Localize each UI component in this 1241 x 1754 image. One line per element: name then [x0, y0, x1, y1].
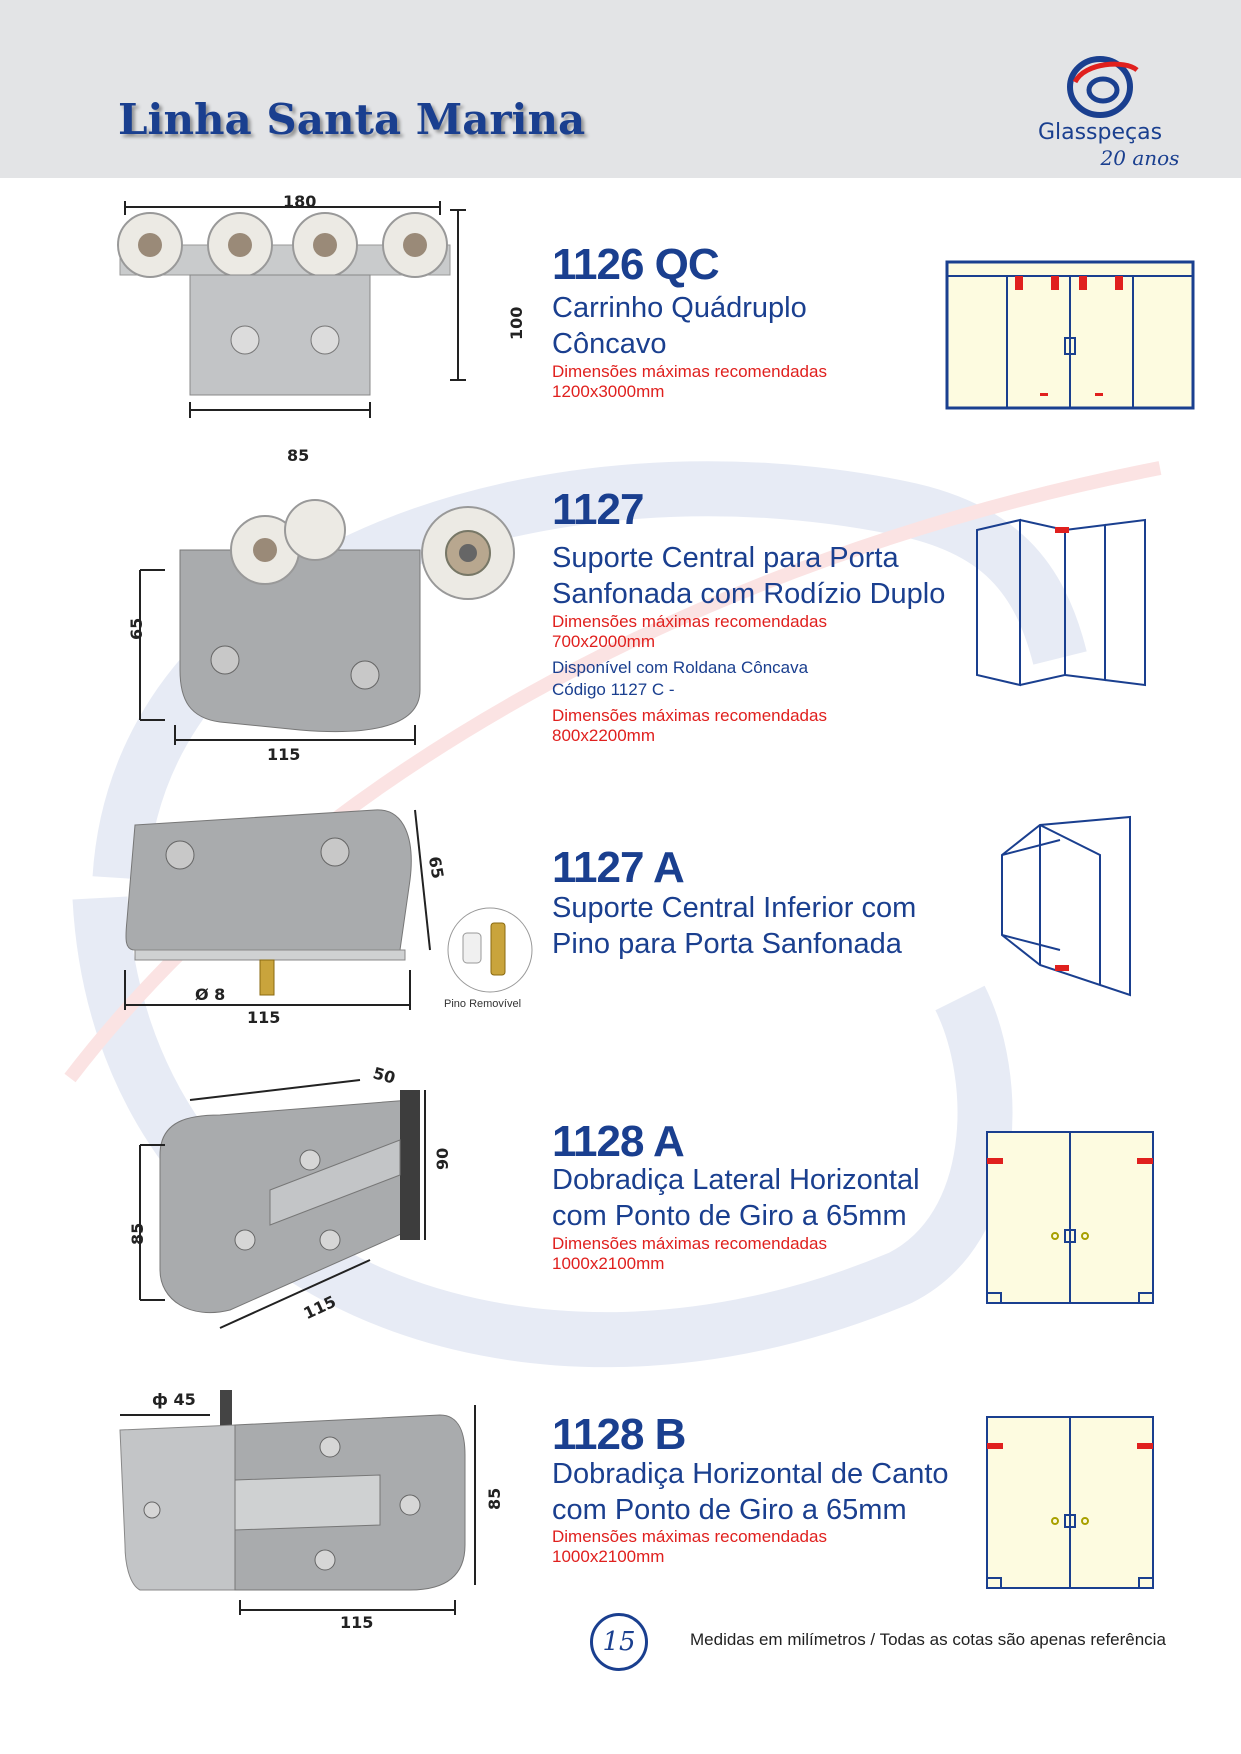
product-name-line: Pino para Porta Sanfonada: [552, 928, 902, 960]
dimension-label: 115: [340, 1613, 374, 1632]
variant-code: Código 1127 C -: [552, 680, 675, 699]
folding-door-perspective-diagram: [1001, 815, 1131, 997]
dimension-label: 65: [424, 854, 448, 881]
max-dimensions-value: 800x2200mm: [552, 726, 656, 745]
product-code: 1128 B: [552, 1410, 686, 1459]
dimension-label: 180: [283, 192, 317, 211]
concave-roller-icon: [421, 506, 515, 600]
central-support-double-roller-icon: [139, 499, 421, 745]
max-dimensions-label: Dimensões máximas recomendadas: [552, 612, 827, 631]
removable-pin-icon: [447, 907, 533, 993]
product-code: 1127 A: [552, 843, 685, 892]
dimension-label: 100: [507, 306, 526, 340]
logo-years: 20 anos: [1100, 146, 1180, 170]
product-code: 1128 A: [552, 1117, 685, 1166]
max-dimensions-label: Dimensões máximas recomendadas: [552, 706, 827, 725]
max-dimensions-value: 1000x2100mm: [552, 1547, 665, 1566]
logo-wordmark: Glasspeças: [1037, 120, 1163, 145]
sliding-door-diagram: [945, 260, 1195, 410]
corner-hinge-icon: [119, 1390, 476, 1615]
header-band: [0, 0, 1241, 178]
product-name-line: Côncavo: [552, 328, 667, 360]
product-name-line: Suporte Central para Porta: [552, 542, 899, 574]
lateral-hinge-icon: [139, 1079, 426, 1329]
max-dimensions-value: 1200x3000mm: [552, 382, 665, 401]
availability-note: Disponível com Roldana Côncava: [552, 658, 809, 677]
double-door-diagram: [986, 1416, 1154, 1589]
max-dimensions-value: 1000x2100mm: [552, 1254, 665, 1273]
dimension-label: 85: [287, 446, 310, 465]
product-name-line: Suporte Central Inferior com: [552, 892, 917, 924]
product-name-line: Dobradiça Horizontal de Canto: [552, 1458, 949, 1490]
trolley-quad-icon: [117, 201, 466, 418]
double-door-diagram: [986, 1131, 1154, 1304]
product-name-line: Sanfonada com Rodízio Duplo: [552, 578, 946, 610]
product-name-line: Carrinho Quádruplo: [552, 292, 807, 324]
dimension-label: 115: [247, 1008, 281, 1027]
product-code: 1127: [552, 485, 644, 534]
page-number: 15: [590, 1613, 648, 1671]
dimension-label: 85: [485, 1487, 504, 1510]
max-dimensions-label: Dimensões máximas recomendadas: [552, 1527, 827, 1546]
logo-swirl-icon: [1067, 56, 1139, 118]
dimension-label: ф 45: [152, 1390, 196, 1409]
dimension-label: 115: [267, 745, 301, 764]
accessory-label: Pino Removível: [444, 998, 522, 1010]
max-dimensions-label: Dimensões máximas recomendadas: [552, 1234, 827, 1253]
dimension-label: 65: [127, 617, 146, 640]
product-name-line: Dobradiça Lateral Horizontal: [552, 1164, 920, 1196]
max-dimensions-value: 700x2000mm: [552, 632, 656, 651]
product-code: 1126 QC: [552, 240, 720, 289]
dimension-label: 85: [128, 1222, 147, 1245]
max-dimensions-label: Dimensões máximas recomendadas: [552, 362, 827, 381]
brand-logo: Glasspeças 20 anos: [1025, 52, 1185, 177]
dimension-label: 90: [433, 1147, 452, 1170]
product-name-line: com Ponto de Giro a 65mm: [552, 1200, 907, 1232]
page-title: Linha Santa Marina: [118, 95, 586, 144]
product-name-line: com Ponto de Giro a 65mm: [552, 1494, 907, 1526]
footer-note: Medidas em milímetros / Todas as cotas s…: [690, 1630, 1166, 1649]
dimension-label: Ø 8: [195, 985, 226, 1004]
central-lower-support-icon: [124, 809, 431, 1010]
folding-door-diagram: [976, 518, 1146, 687]
